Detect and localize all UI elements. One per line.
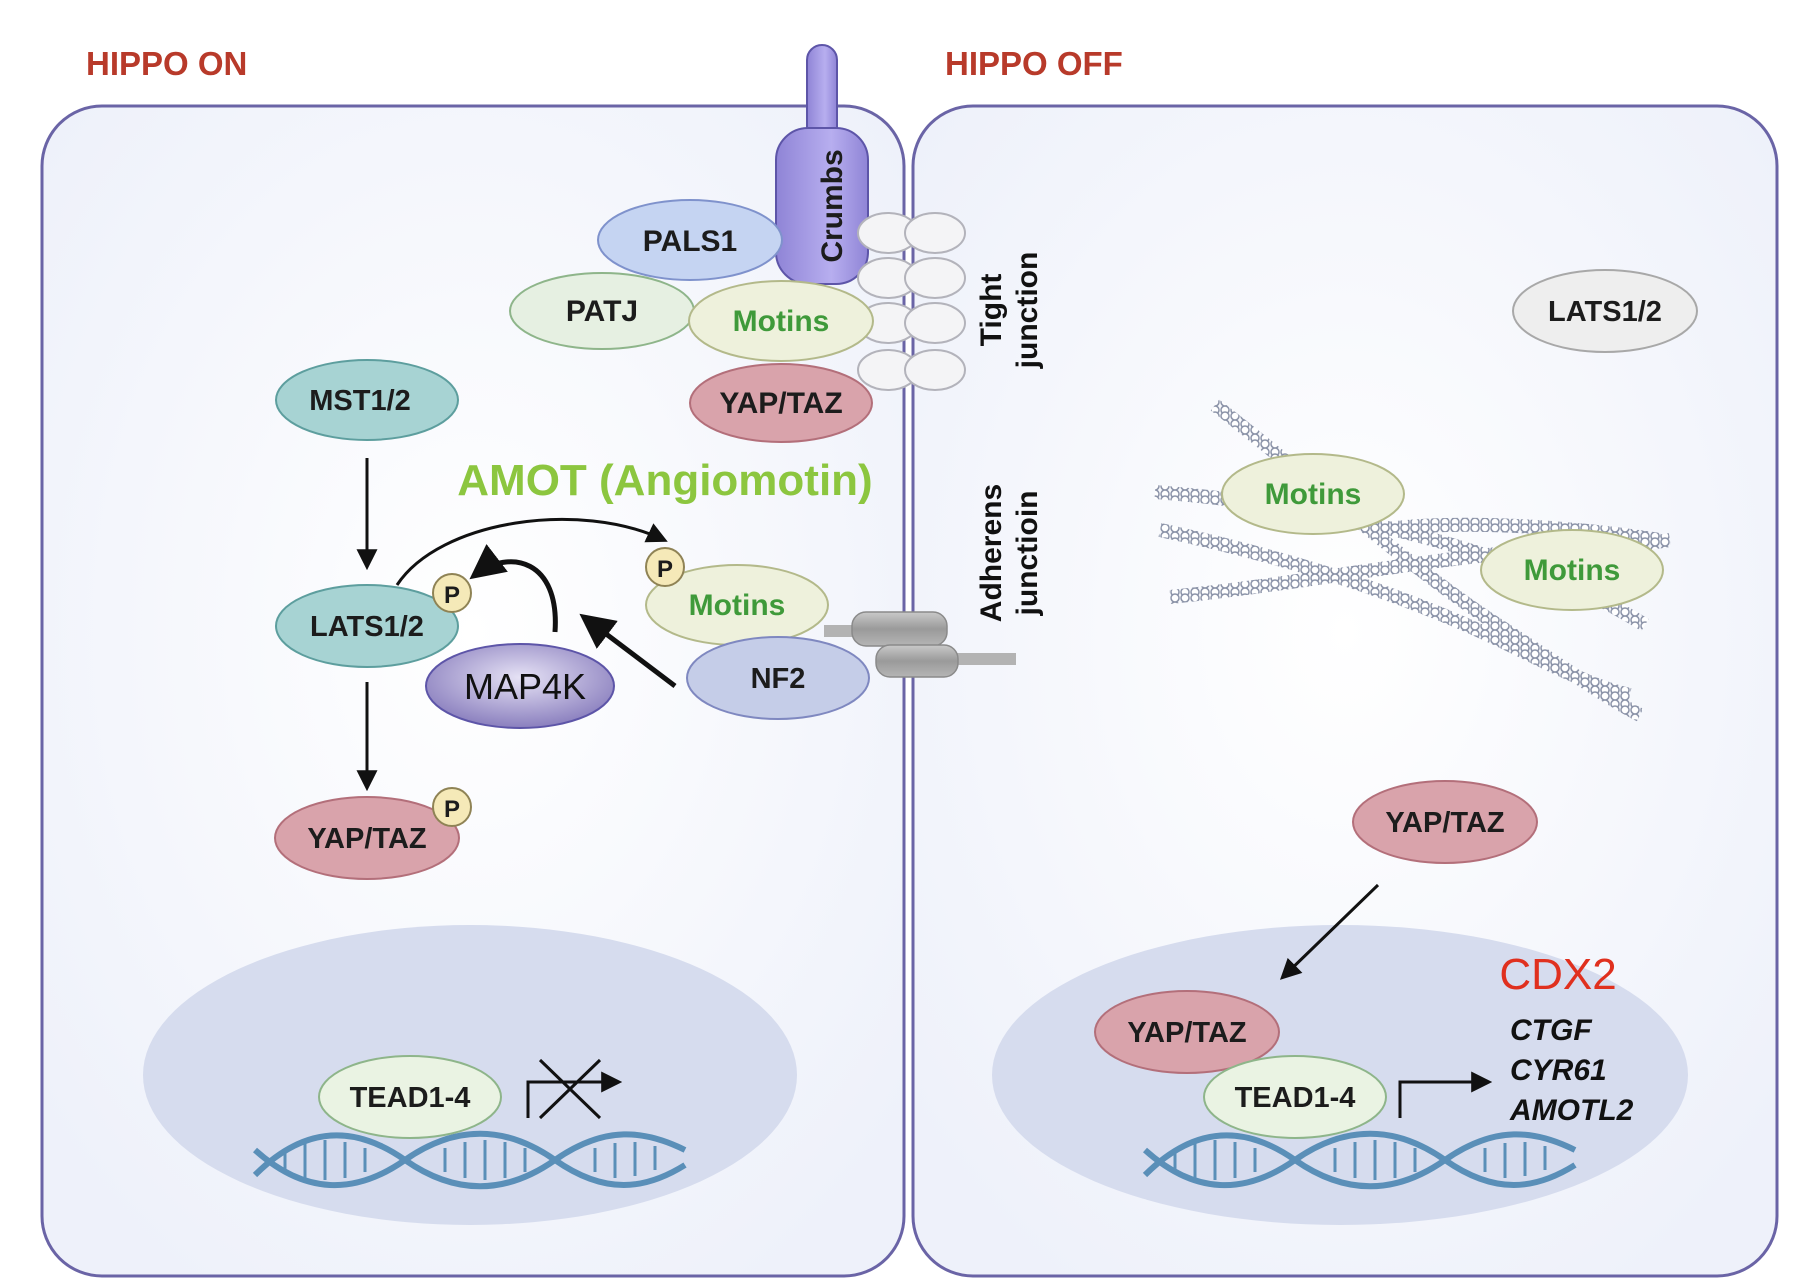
motins-right-b: Motins (1480, 529, 1664, 611)
patj-label: PATJ (566, 295, 638, 328)
gene-ctgf: CTGF (1510, 1014, 1592, 1047)
motins-right-a: Motins (1221, 453, 1405, 535)
svg-text:Adherens: Adherens (975, 484, 1008, 622)
tead-left: TEAD1-4 (318, 1055, 502, 1139)
map4k-kinase: MAP4K (425, 643, 615, 729)
svg-text:P: P (444, 582, 460, 609)
yaptaz-tight-junction: YAP/TAZ (689, 363, 873, 443)
adherens-cadherins (824, 611, 1016, 678)
yaptaz-phosphorylated: YAP/TAZ (274, 796, 460, 880)
arrow-nf2-to-map4k (579, 613, 677, 688)
tead-left-label: TEAD1-4 (350, 1082, 471, 1114)
motins-tight-junction: Motins (688, 280, 874, 362)
cdx2-label: CDX2 (1499, 950, 1616, 999)
svg-text:P: P (444, 796, 460, 823)
svg-text:junctioin: junctioin (1011, 491, 1044, 617)
dna-helix-left (252, 1130, 687, 1190)
lats12-label: LATS1/2 (310, 611, 424, 643)
motins-right-a-label: Motins (1265, 478, 1362, 511)
gene-cyr61: CYR61 (1510, 1054, 1607, 1087)
tead-right-label: TEAD1-4 (1235, 1082, 1356, 1114)
arrow-map4k-to-lats (469, 544, 558, 633)
lats12-kinase: LATS1/2 (275, 584, 459, 668)
tead-right: TEAD1-4 (1203, 1055, 1387, 1139)
yaptaz-tj-label: YAP/TAZ (719, 387, 842, 420)
lats12-right-label: LATS1/2 (1548, 296, 1662, 328)
crumbs-protein: Crumbs (775, 44, 869, 285)
phospho-lats: P (432, 573, 472, 613)
tight-junction-label: Tight junction (975, 252, 1044, 370)
arrow-yaptaz-into-nucleus (1279, 883, 1380, 980)
gene-amotl2: AMOTL2 (1509, 1094, 1634, 1127)
yaptaz-p-label: YAP/TAZ (307, 823, 426, 855)
dna-helix-right (1142, 1130, 1577, 1190)
patj-protein: PATJ (509, 272, 695, 350)
motins-adherens-label: Motins (689, 589, 786, 622)
arrow-lats-to-motins (395, 517, 668, 586)
tight-junction-beads (857, 212, 966, 391)
pals1-protein: PALS1 (597, 199, 783, 281)
blocked-transcription-arrow (526, 1058, 623, 1120)
left-panel-title: HIPPO ON (86, 45, 247, 82)
nf2-label: NF2 (751, 663, 806, 695)
yaptaz-cytoplasm-right: YAP/TAZ (1352, 780, 1538, 864)
motins-right-b-label: Motins (1524, 554, 1621, 587)
svg-text:P: P (657, 556, 673, 583)
active-transcription-arrow (1398, 1071, 1493, 1118)
nf2-protein: NF2 (686, 636, 870, 720)
pals1-label: PALS1 (643, 225, 737, 258)
map4k-label: MAP4K (464, 666, 586, 707)
svg-text:Tight: Tight (975, 274, 1008, 347)
yaptaz-nucleus-right: YAP/TAZ (1094, 990, 1280, 1074)
right-panel-title: HIPPO OFF (945, 45, 1123, 82)
phospho-yaptaz: P (432, 787, 472, 827)
motins-tj-label: Motins (733, 305, 830, 338)
yaptaz-nuc-label: YAP/TAZ (1127, 1017, 1246, 1049)
adherens-junction-label: Adherens junctioin (975, 484, 1044, 622)
phospho-motins: P (645, 547, 685, 587)
mst12-kinase: MST1/2 (275, 359, 459, 441)
mst12-label: MST1/2 (309, 385, 411, 417)
yaptaz-cyto-label: YAP/TAZ (1385, 807, 1504, 839)
amot-label: AMOT (Angiomotin) (457, 456, 872, 505)
svg-text:junction: junction (1011, 252, 1044, 370)
lats12-right: LATS1/2 (1512, 269, 1698, 353)
crumbs-label: Crumbs (816, 149, 849, 262)
